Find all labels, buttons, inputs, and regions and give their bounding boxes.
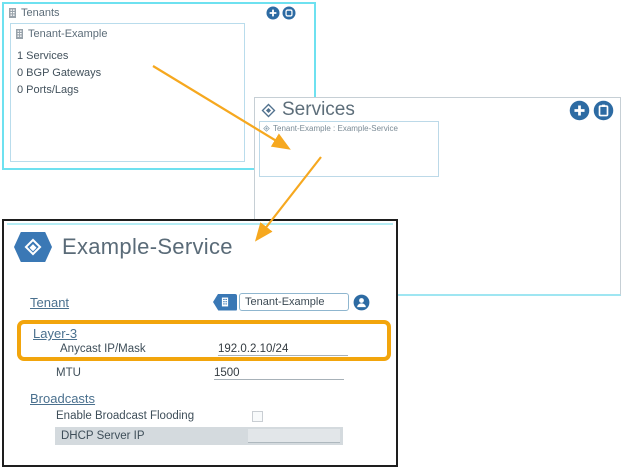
mtu-label: MTU — [56, 367, 81, 379]
service-card[interactable]: Tenant-Example : Example-Service — [259, 121, 439, 177]
user-icon[interactable] — [353, 294, 370, 311]
layer3-highlight-box: Layer-3 Anycast IP/Mask 192.0.2.10/24 — [17, 320, 391, 361]
tenants-window-icon[interactable] — [282, 6, 296, 20]
dhcp-server-row: DHCP Server IP — [55, 427, 343, 445]
service-card-header: Tenant-Example : Example-Service — [260, 122, 438, 135]
tenant-building-icon — [15, 29, 24, 39]
tenant-card-header: Tenant-Example — [11, 24, 244, 40]
layer3-section-heading[interactable]: Layer-3 — [33, 326, 78, 341]
anycast-ip-label: Anycast IP/Mask — [60, 343, 146, 355]
service-card-title: Tenant-Example : Example-Service — [273, 124, 398, 133]
tenant-badge-building-icon — [213, 293, 237, 311]
service-diamond-icon — [261, 103, 276, 118]
tenant-building-icon — [8, 8, 17, 18]
add-tenant-icon[interactable] — [266, 6, 280, 20]
tenant-section-heading[interactable]: Tenant — [30, 295, 70, 310]
tenant-stat-services: 1 Services — [17, 50, 69, 62]
service-hexagon-badge-icon — [14, 232, 52, 262]
tenant-card[interactable]: Tenant-Example 1 Services 0 BGP Gateways… — [10, 23, 245, 162]
service-diamond-icon — [263, 125, 270, 132]
broadcast-flooding-checkbox[interactable] — [252, 410, 263, 422]
dhcp-server-input[interactable] — [248, 429, 340, 443]
tenants-panel-title: Tenants — [21, 7, 60, 19]
anycast-ip-value[interactable]: 192.0.2.10/24 — [218, 343, 348, 356]
tenant-card-title: Tenant-Example — [28, 28, 108, 40]
clipboard-icon[interactable] — [593, 100, 614, 121]
dialog-accent-line — [7, 223, 393, 225]
tenants-panel-header: Tenants — [4, 4, 314, 22]
mtu-value[interactable]: 1500 — [214, 367, 344, 380]
add-service-icon[interactable] — [569, 100, 590, 121]
services-panel-title: Services — [282, 99, 355, 120]
tenant-stat-bgp-gateways: 0 BGP Gateways — [17, 67, 102, 79]
tenant-stat-ports-lags: 0 Ports/Lags — [17, 84, 79, 96]
tenant-input[interactable] — [239, 293, 349, 311]
broadcast-flooding-label: Enable Broadcast Flooding — [56, 410, 195, 422]
dhcp-server-label: DHCP Server IP — [61, 430, 145, 442]
services-panel-header: Services — [255, 98, 620, 122]
dialog-title: Example-Service — [62, 234, 233, 259]
service-detail-dialog: Example-Service Tenant Layer-3 Anycast I… — [2, 219, 398, 467]
broadcasts-section-heading[interactable]: Broadcasts — [30, 391, 96, 406]
